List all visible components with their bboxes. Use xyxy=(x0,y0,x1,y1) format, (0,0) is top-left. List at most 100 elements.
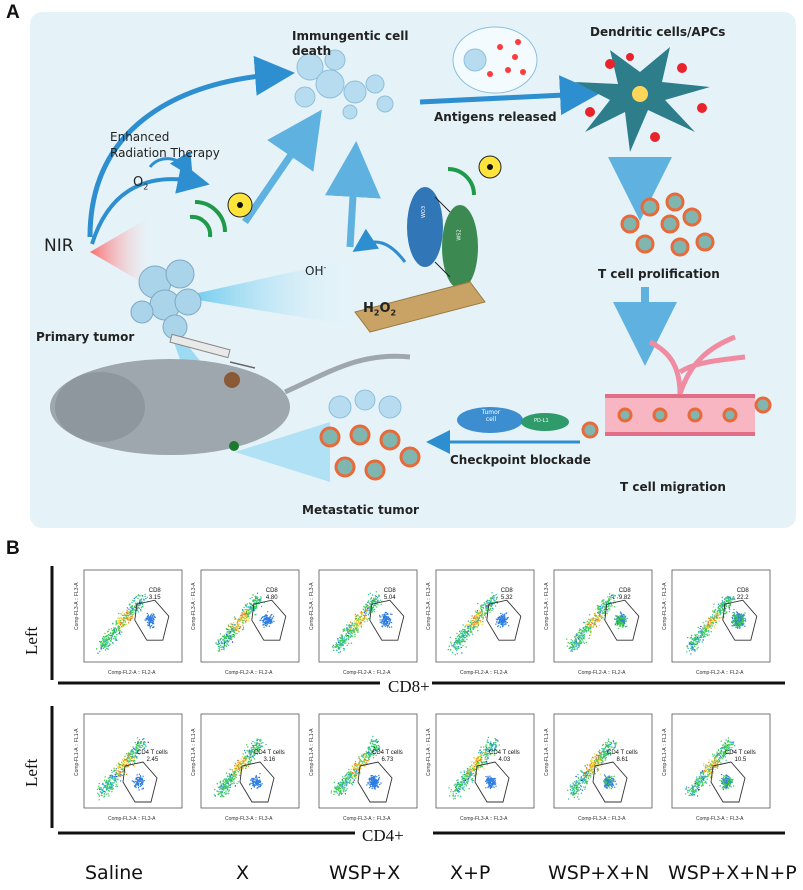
cell-event xyxy=(121,623,124,625)
cell-event xyxy=(252,594,254,596)
gated-event xyxy=(138,789,140,791)
cell-event xyxy=(116,627,119,629)
gated-event xyxy=(508,625,510,627)
cell-event xyxy=(236,759,239,762)
cell-event xyxy=(140,609,142,611)
facs-scatter xyxy=(83,713,183,809)
cell-event xyxy=(244,612,247,615)
cell-event xyxy=(346,788,348,790)
gated-event xyxy=(390,613,392,615)
cell-event xyxy=(481,606,483,609)
cell-event xyxy=(120,616,122,618)
cell-event xyxy=(239,769,241,771)
cell-event xyxy=(365,751,367,753)
cell-event xyxy=(130,755,132,758)
cell-event xyxy=(230,783,232,785)
cell-event xyxy=(488,599,491,602)
cell-event xyxy=(376,606,378,608)
cell-event xyxy=(338,648,340,650)
cell-event xyxy=(107,648,109,650)
cell-event xyxy=(227,635,230,638)
cell-event xyxy=(577,632,580,634)
cell-event xyxy=(472,619,474,622)
cell-event xyxy=(247,610,250,612)
gated-event xyxy=(386,618,388,620)
tcell-cluster xyxy=(620,192,715,257)
gated-event xyxy=(260,617,263,620)
cell-event xyxy=(125,773,128,775)
facs-scatter xyxy=(200,569,300,663)
cell-event xyxy=(225,645,228,647)
gated-event xyxy=(383,622,385,624)
cell-event xyxy=(133,597,135,600)
cell-event xyxy=(470,620,472,622)
facs-scatter xyxy=(318,713,418,809)
cell-event xyxy=(475,620,477,622)
cell-event xyxy=(109,775,112,777)
gated-event xyxy=(142,775,144,777)
cell-event xyxy=(576,647,578,649)
cell-event xyxy=(375,595,377,598)
cell-event xyxy=(360,621,362,624)
cell-event xyxy=(602,601,605,603)
cell-event xyxy=(132,756,134,758)
cell-event xyxy=(370,598,372,600)
cell-event xyxy=(104,649,107,651)
cell-event xyxy=(591,618,593,620)
cell-event xyxy=(247,756,249,758)
cell-event xyxy=(577,643,579,645)
gated-event xyxy=(151,623,154,625)
arrow-o2 xyxy=(148,150,193,178)
cell-event xyxy=(123,623,125,626)
cell-event xyxy=(454,646,456,649)
cell-event xyxy=(349,624,351,627)
cell-event xyxy=(374,604,376,607)
cell-event xyxy=(115,636,117,638)
cell-event xyxy=(464,640,466,643)
cell-event xyxy=(115,769,117,772)
cell-event xyxy=(127,766,129,768)
tcell-prolif-label: T cell prolification xyxy=(598,267,720,281)
cell-event xyxy=(452,646,455,648)
cell-event xyxy=(112,788,114,791)
cell-event xyxy=(100,788,102,790)
cell-event xyxy=(604,607,607,609)
cell-event xyxy=(477,614,479,616)
cell-event xyxy=(239,774,241,777)
cell-event xyxy=(353,622,355,624)
cell-event xyxy=(357,622,359,624)
cell-event xyxy=(112,778,114,781)
cell-event xyxy=(257,738,259,740)
cell-event xyxy=(226,793,228,795)
cell-event xyxy=(234,769,236,771)
cell-event xyxy=(228,789,231,791)
cell-event xyxy=(455,646,457,648)
cell-event xyxy=(101,642,103,645)
cell-event xyxy=(142,742,145,744)
cell-event xyxy=(246,603,249,605)
gated-event xyxy=(502,620,504,622)
cell-event xyxy=(122,611,124,613)
gated-event xyxy=(381,614,383,616)
cell-event xyxy=(141,600,143,603)
cell-event xyxy=(365,614,367,617)
cell-event xyxy=(613,594,615,596)
arrow-nir-icd xyxy=(87,55,295,238)
cell-event xyxy=(356,618,358,620)
cell-event xyxy=(483,612,486,614)
cell-event xyxy=(221,788,223,791)
cell-event xyxy=(452,644,455,646)
cell-event xyxy=(610,603,612,605)
cell-event xyxy=(138,739,141,741)
cell-event xyxy=(341,776,344,778)
cell-event xyxy=(345,642,347,644)
cell-event xyxy=(110,783,112,785)
radiation-icon-2 xyxy=(447,155,502,196)
gated-event xyxy=(504,621,506,623)
cell-event xyxy=(122,625,124,628)
cell-event xyxy=(117,617,119,619)
cell-event xyxy=(357,631,359,633)
cell-event xyxy=(342,638,344,640)
